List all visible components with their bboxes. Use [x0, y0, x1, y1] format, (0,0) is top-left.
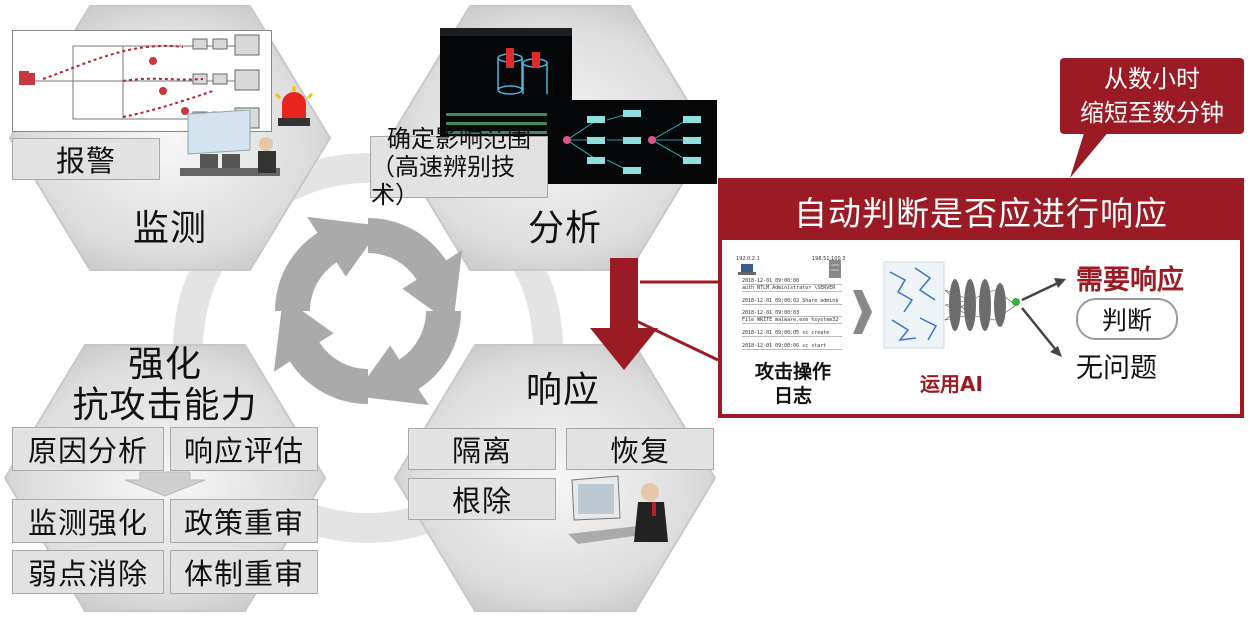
action-recover: 恢复: [566, 428, 714, 470]
log-line: File WRITE malware.exe %system32: [742, 317, 842, 324]
cycle-arrow-left: [273, 297, 368, 404]
relationship-graph-screen: [547, 100, 717, 184]
result-needed: 需要响应: [1076, 265, 1184, 296]
strengthen-title-line2: 抗攻击能力: [72, 385, 258, 427]
callout-line2: 缩短至数分钟: [1080, 99, 1224, 127]
laptop-icon: [738, 262, 756, 276]
strengthen-title-line1: 强化: [127, 344, 202, 385]
ai-caption: 运用AI: [920, 372, 983, 396]
red-down-arrow: [590, 258, 658, 370]
action-eradicate: 根除: [408, 478, 556, 520]
panel-connector: [629, 316, 719, 362]
attack-log: 2018-12-01 09:00:00 auth NTLM Administra…: [742, 270, 842, 360]
server-icon: [828, 260, 842, 278]
panel-title: 自动判断是否应进行响应: [722, 182, 1240, 240]
cycle-arrow-right: [368, 218, 463, 325]
scope-label-line2: （高速辨别技术）: [371, 153, 515, 209]
log-line: 2018-12-01 09:00:03: [742, 310, 842, 317]
cycle-arrows: [273, 216, 463, 406]
analyze-title: 分析: [527, 208, 602, 249]
scope-label-line1: 确定影响范围: [387, 125, 531, 153]
log-host-right: 198.51.100.3: [812, 256, 846, 262]
log-host-left: 192.0.2.1: [736, 256, 760, 262]
vulnerability-removal-box: 弱点消除: [12, 550, 164, 594]
action-isolate: 隔离: [408, 428, 556, 470]
callout-tail: [1070, 130, 1110, 178]
result-ok: 无问题: [1076, 353, 1157, 384]
log-line: 2018-12-01 09:00:06 sc start: [742, 343, 842, 350]
log-caption-line2: 日志: [773, 385, 812, 407]
log-caption: 攻击操作 日志: [738, 360, 848, 408]
cycle-arrow-bottom: [354, 311, 461, 406]
monitoring-enhancement-box: 监测强化: [12, 499, 164, 543]
operator-workstation-illustration: [568, 472, 688, 550]
log-line: 2018-12-01 09:00:00: [742, 278, 842, 285]
log-line: 2018-12-01 09:00:05 sc create: [742, 330, 842, 337]
operator-desk-illustration: [180, 109, 290, 184]
alert-label: 报警: [12, 138, 160, 180]
structure-review-box: 体制重审: [170, 550, 318, 594]
log-line: auth NTLM Administrator \SERVER: [742, 285, 842, 292]
judge-pill: 判断: [1076, 298, 1178, 340]
time-reduction-callout: 从数小时 缩短至数分钟: [1060, 58, 1244, 134]
log-caption-line1: 攻击操作: [754, 361, 831, 383]
log-line: 2018-12-01 09:00:02 Share admin$: [742, 298, 842, 305]
alarm-light-icon: [274, 86, 314, 134]
scope-label: 确定影响范围 （高速辨别技术）: [370, 125, 548, 209]
monitor-title: 监测: [132, 208, 207, 249]
graph-visual: [563, 110, 701, 174]
cause-analysis-box: 原因分析: [12, 427, 164, 471]
strengthen-title: 强化 抗攻击能力: [50, 344, 280, 427]
strengthen-flow-arrow: [124, 471, 206, 497]
cycle-arrow-top: [275, 216, 382, 311]
respond-title: 响应: [525, 370, 600, 411]
response-evaluation-box: 响应评估: [170, 427, 318, 471]
policy-review-box: 政策重审: [170, 499, 318, 543]
callout-line1: 从数小时: [1104, 65, 1200, 93]
